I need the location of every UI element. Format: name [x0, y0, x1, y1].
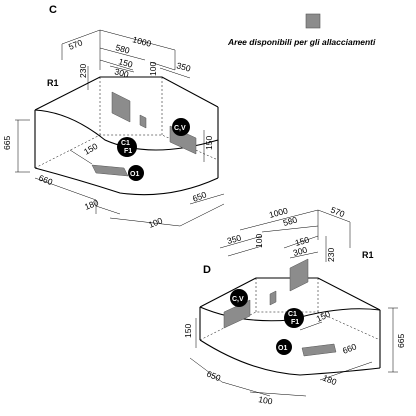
dimension-label: 150 [204, 136, 214, 150]
dimension-label: C,V [174, 125, 186, 132]
tub-c-bottom-front [34, 167, 219, 196]
dimension-label: 230 [78, 64, 88, 78]
dimension-label: 650 [205, 369, 222, 384]
dimension-label: 100 [147, 215, 164, 230]
dimension-label: 650 [191, 189, 208, 204]
diagram-d-radius: R1 [362, 250, 374, 260]
badge-c-o1 [128, 165, 144, 181]
dimension-label: 150 [82, 141, 100, 157]
dimension-label: 150 [183, 324, 193, 338]
dimension-label: 580 [282, 215, 299, 228]
dimension-label: 180 [83, 197, 100, 212]
area-c-2 [139, 114, 147, 129]
badge-c-c1f1 [117, 137, 137, 157]
dimension-label: C,V [232, 296, 244, 303]
dimension-label: 665 [396, 334, 406, 348]
dimension-label: 1000 [268, 205, 289, 220]
dimension-label: 570 [329, 205, 346, 220]
dimension-label: F1 [124, 148, 132, 155]
diagram-c: C R1 570 1000 580 230 150 30 [2, 4, 225, 230]
dimension-label: 100 [148, 62, 158, 76]
dimension-label: F1 [291, 319, 299, 326]
dimension-label: 150 [117, 56, 134, 69]
diagram-c-letter: C [49, 4, 57, 16]
dimension-label: 100 [254, 234, 264, 248]
tub-c-top-back [34, 76, 219, 111]
legend-caption: Aree disponibili per gli allacciamenti [227, 37, 376, 47]
dimension-label: 100 [258, 394, 274, 406]
diagram-c-radius: R1 [47, 78, 59, 88]
area-c-1 [111, 91, 131, 123]
diagram-d-letter: D [203, 264, 211, 276]
badge-c-cv [172, 118, 190, 136]
dimension-label: O1 [130, 171, 139, 178]
dimension-label: 350 [226, 233, 243, 246]
dimension-label: 1000 [131, 34, 152, 49]
dimension-label: 150 [294, 235, 311, 248]
dimension-label: 300 [292, 245, 309, 258]
area-c-4 [91, 164, 129, 177]
legend-swatch [305, 13, 321, 29]
dimension-label: C1 [121, 140, 130, 147]
dimension-label: C1 [288, 311, 297, 318]
dimension-label: 660 [37, 173, 54, 188]
dimension-label: O1 [278, 345, 287, 352]
diagram-d: D R1 1000 570 580 350 100 150 [183, 205, 406, 407]
dimension-label: 665 [2, 136, 12, 150]
dimension-label: 570 [67, 37, 84, 52]
dimension-label: 660 [341, 341, 358, 356]
dimension-label: 230 [326, 248, 336, 262]
dimension-label: 580 [114, 42, 131, 55]
dimension-label: 300 [113, 66, 130, 79]
dimension-label: 350 [175, 60, 192, 73]
